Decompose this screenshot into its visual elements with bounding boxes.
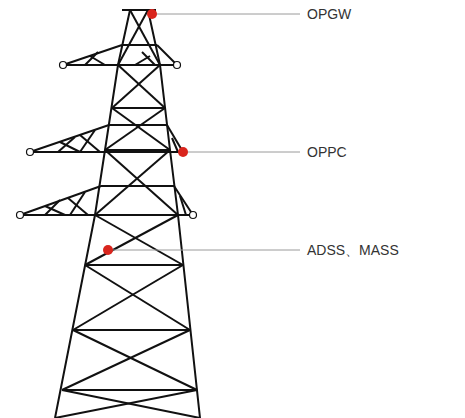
cable-label: OPPC — [306, 143, 348, 161]
cable-dots — [103, 9, 188, 255]
leader-lines — [108, 14, 300, 250]
cable-label: OPGW — [306, 5, 352, 23]
tower-lattice — [20, 10, 200, 418]
insulator-ends — [17, 62, 197, 219]
cable-label: ADSS、MASS — [306, 241, 400, 259]
